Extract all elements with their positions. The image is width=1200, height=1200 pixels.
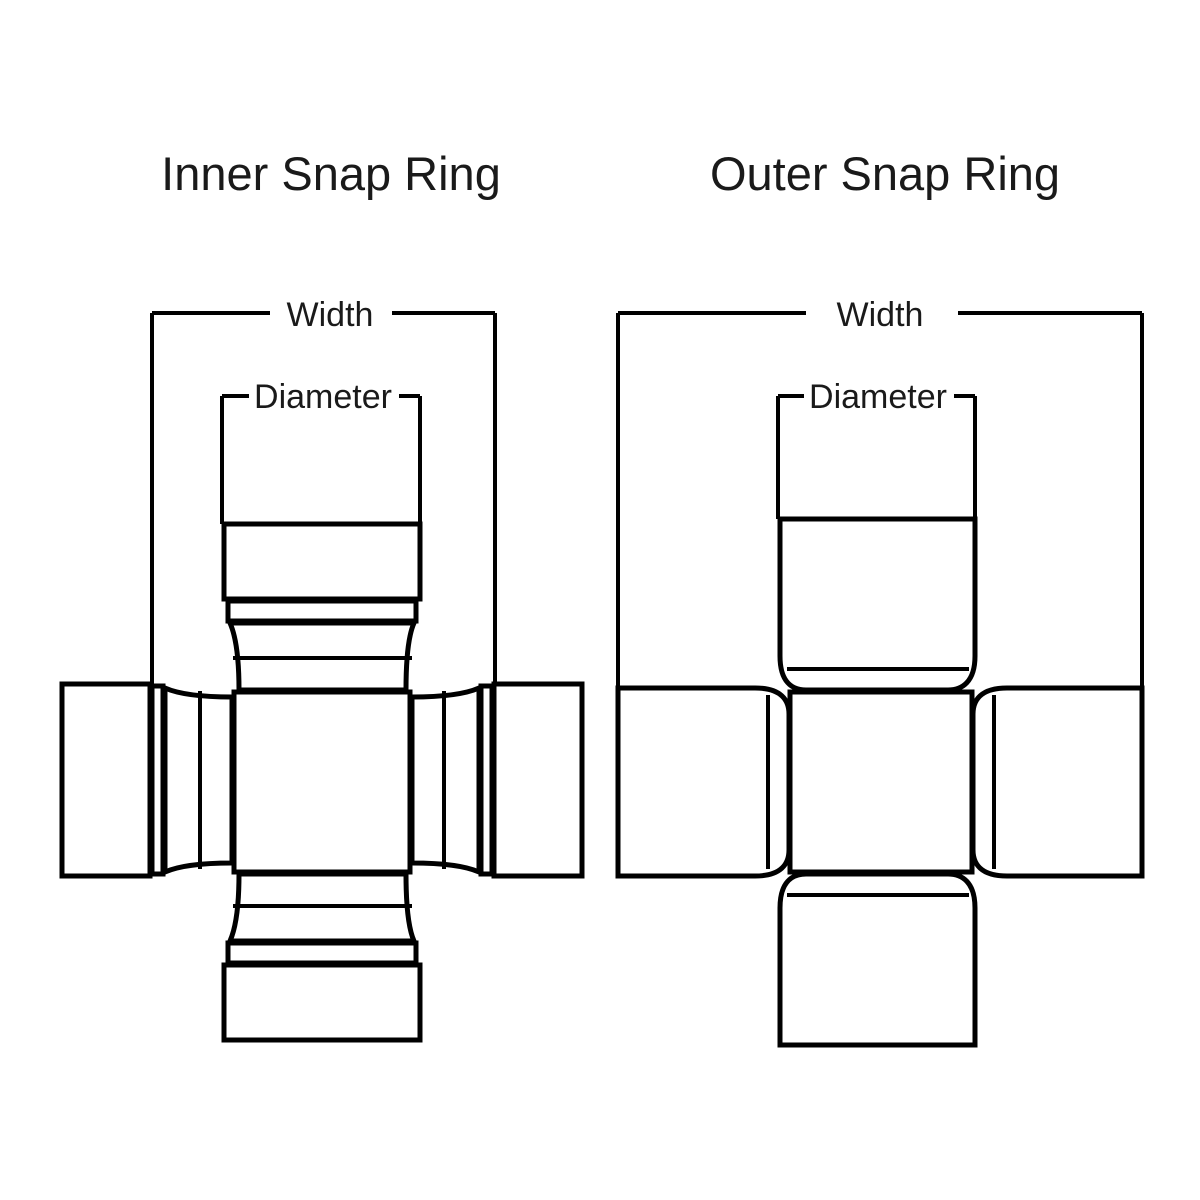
diameter-dimension-inner: Diameter (220, 378, 422, 524)
right-bearing-cap-outer (970, 685, 1145, 879)
bottom-bearing-cap-outer (777, 871, 978, 1048)
top-snap-ring-band-inner (225, 598, 419, 624)
right-snap-ring-band-inner (478, 683, 495, 877)
panel-title-inner: Inner Snap Ring (161, 147, 501, 200)
cross-body-inner (231, 689, 413, 875)
left-bearing-cap-inner (59, 681, 153, 879)
panel-outer-snap-ring: Outer Snap Ring Width Diameter (615, 147, 1145, 1048)
panel-title-outer: Outer Snap Ring (710, 147, 1060, 200)
width-label-inner: Width (287, 296, 374, 334)
bottom-snap-ring-band-inner (225, 940, 419, 966)
left-bearing-cap-outer (615, 685, 792, 879)
panel-inner-snap-ring: Inner Snap Ring Width Diameter (59, 147, 585, 1043)
top-bearing-cap-outer (777, 516, 978, 693)
width-label-outer: Width (837, 296, 924, 334)
width-dimension-outer: Width (616, 296, 1144, 688)
cross-body-outer (787, 689, 975, 875)
right-bearing-cap-inner (491, 681, 585, 879)
top-bearing-cap-inner (221, 521, 423, 602)
bottom-bearing-cap-inner (221, 962, 423, 1043)
left-snap-ring-band-inner (149, 683, 166, 877)
width-dimension-inner: Width (150, 296, 497, 690)
diameter-dimension-outer: Diameter (776, 378, 977, 519)
diameter-label-outer: Diameter (809, 378, 947, 416)
diameter-label-inner: Diameter (254, 378, 392, 416)
